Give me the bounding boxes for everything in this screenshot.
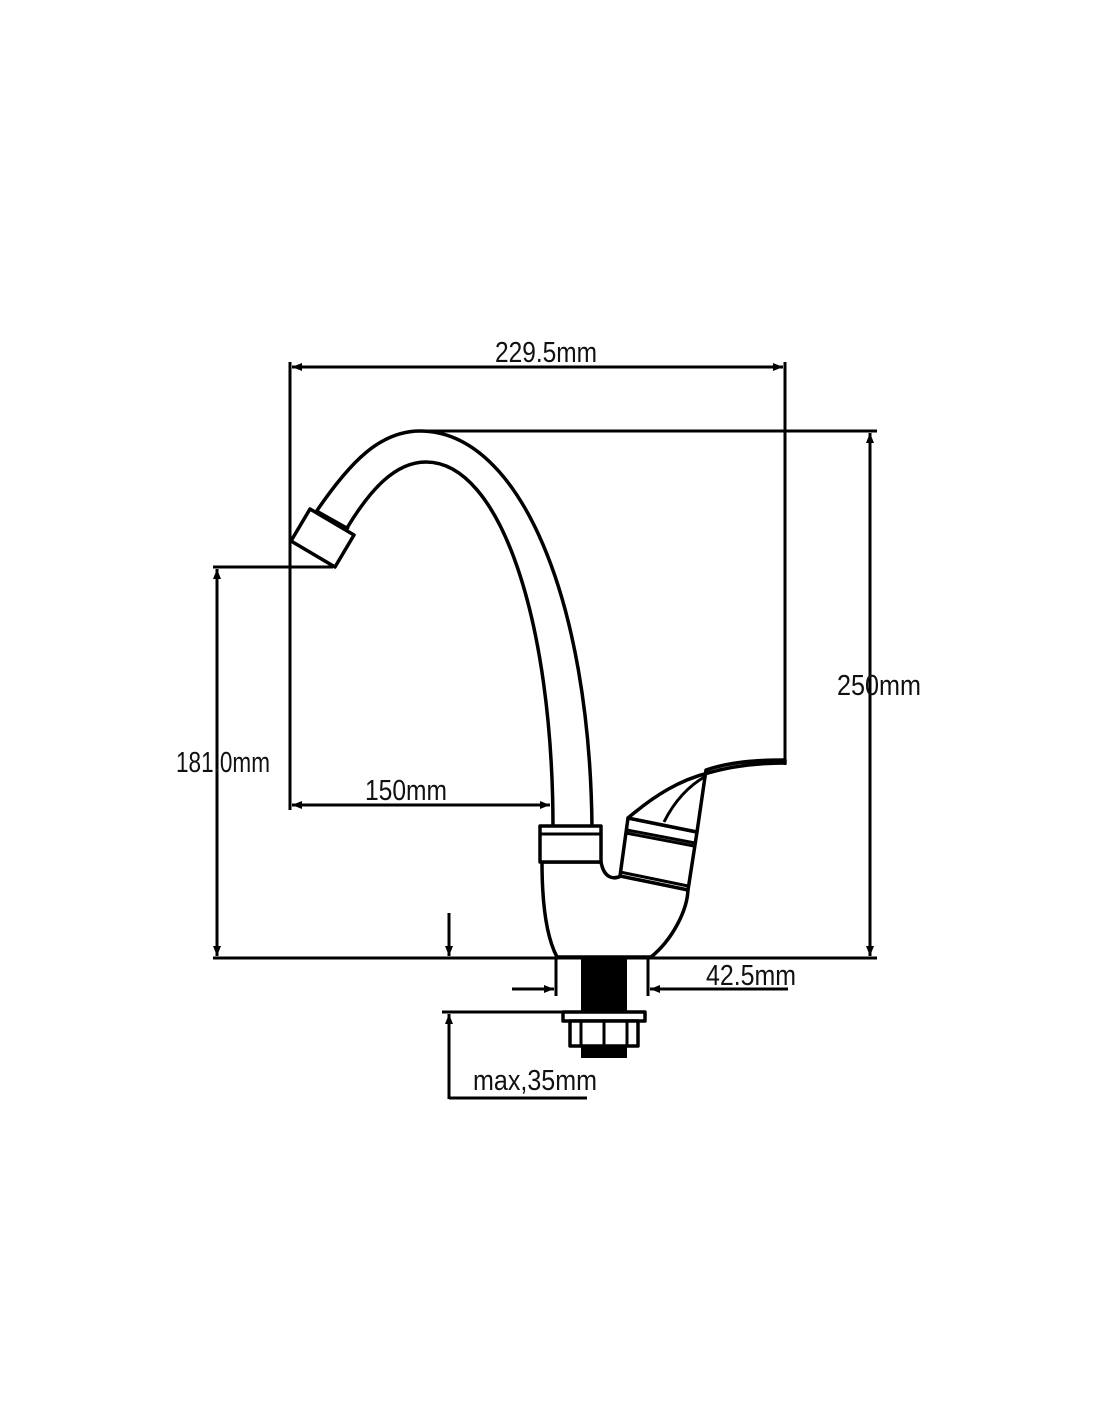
dimension-total-height: 250mm <box>837 433 921 956</box>
spout-collar <box>538 824 603 864</box>
dimension-label-spout-reach: 150mm <box>365 775 447 807</box>
dimension-label-total-height: 250mm <box>837 670 921 702</box>
faucet <box>289 429 787 959</box>
dimension-label-spout-height: 181.0mm <box>176 747 270 779</box>
spout <box>314 429 594 829</box>
dimension-label-max-deck-thickness: max,35mm <box>473 1065 597 1097</box>
dimension-spout-reach: 150mm <box>292 775 550 809</box>
dimension-total-reach: 229.5mm <box>292 337 783 371</box>
handle-lever <box>626 758 787 834</box>
aerator <box>289 507 356 569</box>
dimension-base-diameter: 42.5mm <box>512 958 796 996</box>
extension-lines <box>213 362 877 960</box>
faucet-body <box>540 860 690 959</box>
dimension-label-base-diameter: 42.5mm <box>706 960 796 992</box>
dimension-spout-height: 181.0mm <box>176 569 270 956</box>
dimension-label-total-reach: 229.5mm <box>495 337 597 369</box>
mounting-hardware <box>561 958 647 1058</box>
dimension-max-deck-thickness: max,35mm <box>442 913 597 1100</box>
